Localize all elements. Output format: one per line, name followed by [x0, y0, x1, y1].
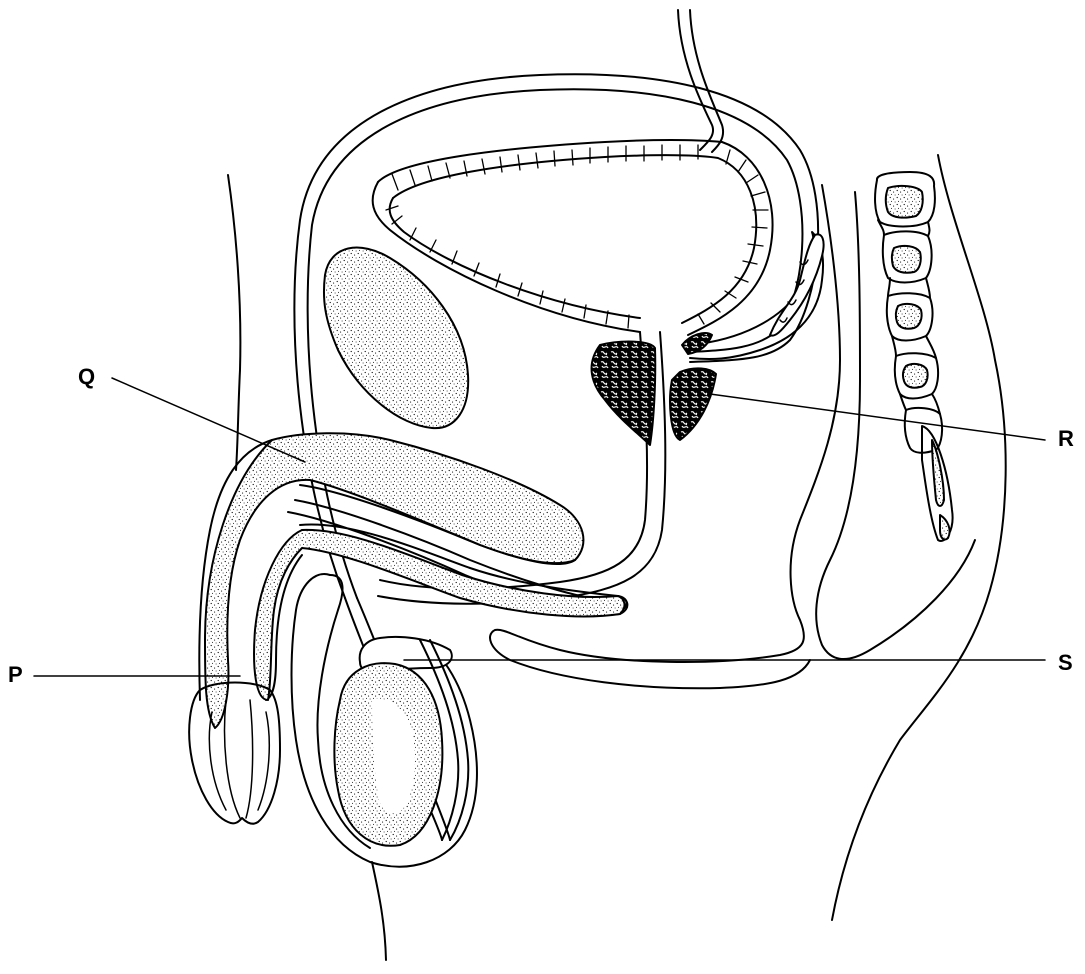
bladder-inner-wall: [393, 155, 756, 323]
ureter: [678, 10, 723, 152]
label-q: Q: [78, 366, 95, 388]
prostate-left: [592, 342, 656, 445]
label-p: P: [8, 664, 23, 686]
spine: [875, 172, 953, 541]
leg-outline: [372, 862, 386, 960]
pubic-bone: [324, 248, 468, 429]
label-s: S: [1058, 652, 1073, 674]
leader-line-r: [710, 394, 1045, 440]
abdominal-wall-outline: [228, 175, 240, 470]
prostate-right: [670, 368, 716, 440]
bladder-hatching: [386, 145, 768, 328]
leader-line-q: [112, 378, 305, 462]
label-r: R: [1058, 428, 1074, 450]
